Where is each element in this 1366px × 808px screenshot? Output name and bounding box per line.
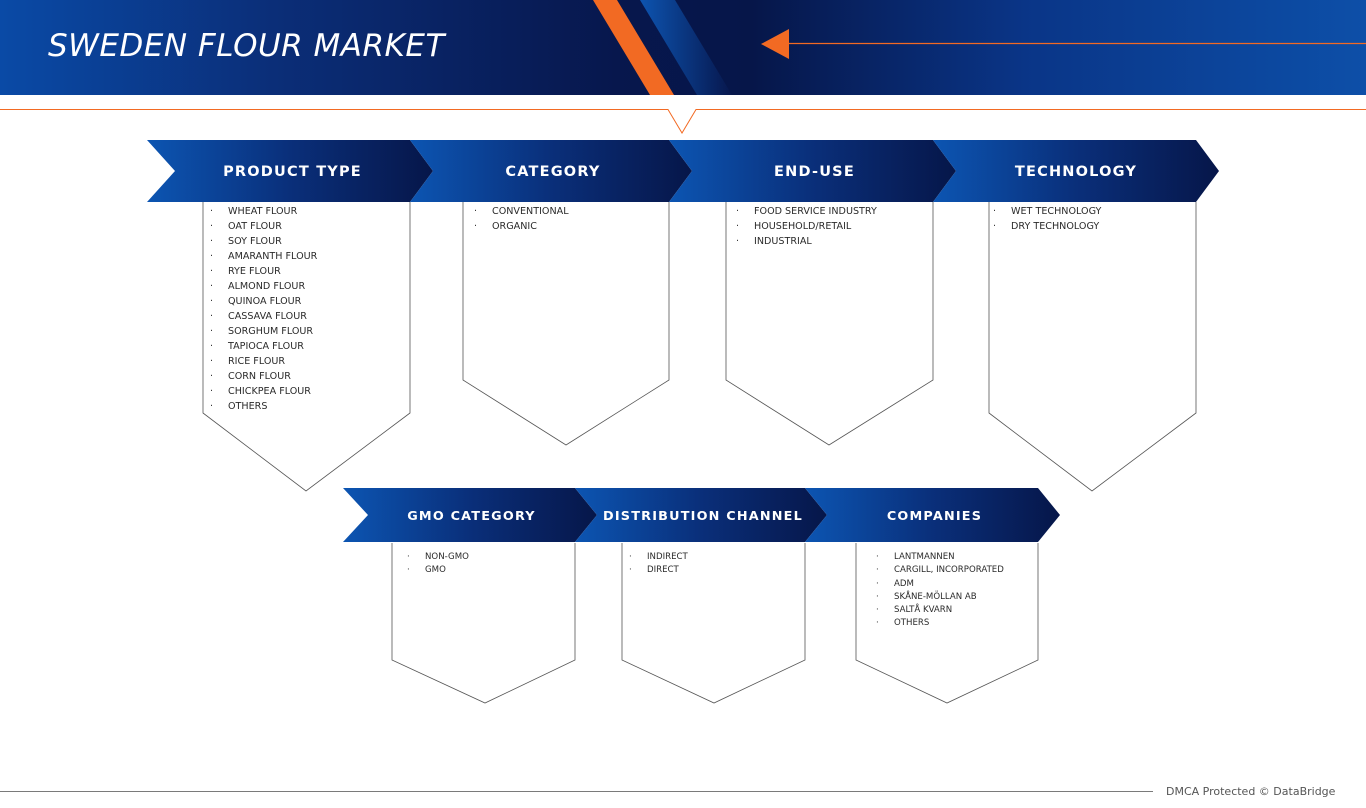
chevron-end-use [669, 140, 956, 202]
list-product-type: WHEAT FLOUR OAT FLOUR SOY FLOUR AMARANTH… [210, 204, 317, 414]
arrow-left-icon [761, 29, 789, 59]
title-companies: COMPANIES [886, 509, 983, 524]
list-item: SKÅNE-MÖLLAN AB [876, 591, 1004, 605]
chevron-category [410, 140, 692, 202]
box-end-use [725, 202, 934, 446]
list-item: NON-GMO [407, 551, 469, 565]
title-distribution-channel: DISTRIBUTION CHANNEL [603, 509, 803, 524]
list-item: INDIRECT [629, 551, 688, 565]
list-category: CONVENTIONAL ORGANIC [474, 204, 569, 234]
box-category [462, 202, 670, 446]
header-decoration [593, 0, 1366, 95]
list-item: ORGANIC [474, 219, 569, 234]
list-item: GMO [407, 564, 469, 578]
list-companies: LANTMANNEN CARGILL, INCORPORATED ADM SKÅ… [876, 551, 1004, 631]
list-item: AMARANTH FLOUR [210, 249, 317, 264]
title-technology: TECHNOLOGY [1014, 164, 1138, 180]
list-item: DIRECT [629, 564, 688, 578]
title-end-use: END-USE [774, 164, 855, 180]
title-category: CATEGORY [505, 164, 601, 180]
chevron-companies [805, 488, 1060, 542]
footer-line [0, 791, 1153, 792]
list-item: HOUSEHOLD/RETAIL [736, 219, 877, 234]
box-gmo-category [391, 543, 576, 704]
chevron-gmo-category [343, 488, 597, 542]
list-item: OTHERS [210, 399, 317, 414]
list-item: CORN FLOUR [210, 369, 317, 384]
footer-copyright: DMCA Protected © DataBridge [1166, 785, 1336, 798]
list-item: WET TECHNOLOGY [993, 204, 1101, 219]
orange-stripe [593, 0, 674, 95]
list-item: ADM [876, 578, 1004, 592]
list-item: ALMOND FLOUR [210, 279, 317, 294]
list-item: FOOD SERVICE INDUSTRY [736, 204, 877, 219]
list-item: SORGHUM FLOUR [210, 324, 317, 339]
list-item: CHICKPEA FLOUR [210, 384, 317, 399]
title-gmo-category: GMO CATEGORY [407, 509, 536, 524]
chevron-distribution-channel [575, 488, 827, 542]
list-item: CONVENTIONAL [474, 204, 568, 219]
box-companies [855, 543, 1039, 704]
box-technology [988, 202, 1197, 492]
title-product-type: PRODUCT TYPE [223, 164, 362, 180]
list-item: DRY TECHNOLOGY [993, 219, 1101, 234]
box-distribution-channel [621, 543, 806, 704]
list-item: RICE FLOUR [210, 354, 317, 369]
divider-line [0, 109, 1366, 134]
list-item: QUINOA FLOUR [210, 294, 317, 309]
list-item: OTHERS [876, 617, 1004, 631]
list-item: SOY FLOUR [210, 234, 317, 249]
box-product-type [202, 202, 411, 492]
list-item: CARGILL, INCORPORATED [876, 564, 1004, 578]
blue-stripe [640, 0, 732, 95]
list-item: TAPIOCA FLOUR [210, 339, 317, 354]
chevron-technology [933, 140, 1219, 202]
list-item: OAT FLOUR [210, 219, 317, 234]
list-technology: WET TECHNOLOGY DRY TECHNOLOGY [993, 204, 1101, 234]
list-item: CASSAVA FLOUR [210, 309, 317, 324]
chevron-product-type [147, 140, 433, 202]
list-gmo-category: NON-GMO GMO [407, 551, 469, 578]
list-end-use: FOOD SERVICE INDUSTRY HOUSEHOLD/RETAIL I… [736, 204, 877, 249]
list-distribution-channel: INDIRECT DIRECT [629, 551, 688, 578]
list-item: WHEAT FLOUR [210, 204, 317, 219]
page-title: SWEDEN FLOUR MARKET [48, 28, 445, 64]
header-banner: SWEDEN FLOUR MARKET [0, 0, 1366, 95]
list-item: SALTÅ KVARN [876, 604, 1004, 618]
list-item: LANTMANNEN [876, 551, 1004, 565]
list-item: RYE FLOUR [210, 264, 317, 279]
list-item: INDUSTRIAL [736, 234, 877, 249]
